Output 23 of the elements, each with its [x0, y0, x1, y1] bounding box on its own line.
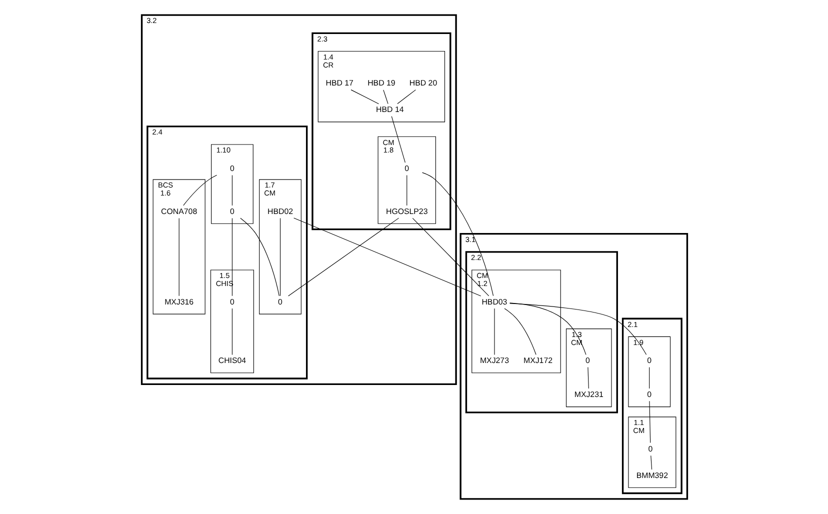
connector [293, 218, 481, 296]
connector [231, 174, 232, 206]
connector [412, 218, 489, 296]
connector [396, 90, 416, 104]
connector [390, 116, 405, 163]
connector [509, 303, 646, 355]
connector [504, 308, 536, 355]
connector [178, 218, 179, 296]
connector [406, 174, 407, 206]
connector [231, 308, 232, 355]
connector [279, 218, 280, 296]
connector [288, 218, 399, 296]
connector [587, 367, 588, 389]
connector [650, 455, 652, 470]
connector [648, 400, 650, 444]
connector [350, 90, 378, 104]
connector [648, 367, 650, 389]
connector [382, 90, 388, 104]
connector [421, 172, 494, 296]
connector [182, 174, 217, 206]
connector [508, 302, 586, 355]
connector [240, 218, 279, 296]
connector [231, 218, 232, 296]
